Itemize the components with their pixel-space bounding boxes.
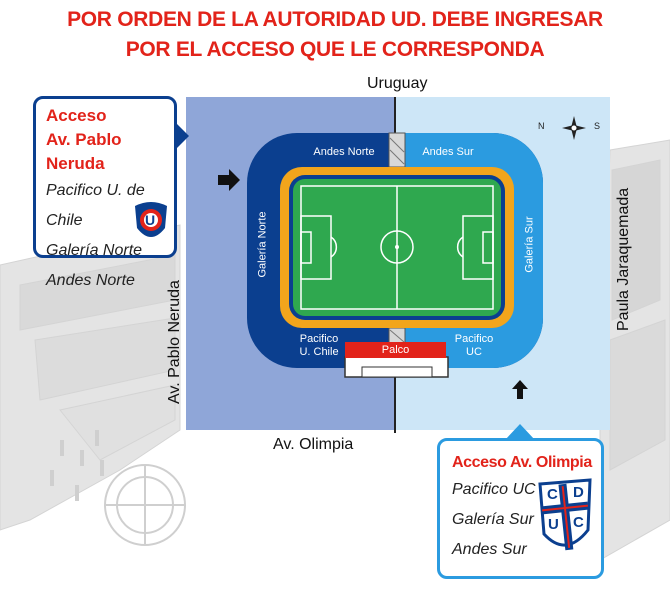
- section-pacifico-uchile-line2: U. Chile: [299, 346, 339, 358]
- warning-title-line1: POR ORDEN DE LA AUTORIDAD UD. DEBE INGRE…: [67, 8, 603, 31]
- access-west-item-andes: Andes Norte: [46, 272, 135, 289]
- section-pacifico-uc: Pacifico UC: [443, 333, 505, 359]
- uc-logo-letter-u: U: [548, 516, 559, 533]
- access-south-item-galeria: Galería Sur: [452, 511, 534, 528]
- uchile-shield-icon: [135, 202, 167, 237]
- compass: N S: [538, 113, 602, 143]
- callout-west-pointer: [175, 122, 189, 150]
- access-south-item-pacifico: Pacifico UC: [452, 481, 536, 498]
- section-palco: Palco: [381, 344, 410, 356]
- compass-s-label: S: [594, 121, 601, 131]
- palco-box: [345, 342, 446, 358]
- section-andes-sur: Andes Sur: [422, 146, 474, 158]
- access-arrow-west-icon: [218, 169, 240, 191]
- uc-logo-letter-d: D: [573, 484, 584, 501]
- access-south-title: Acceso Av. Olimpia: [452, 454, 592, 471]
- callout-south-pointer: [505, 424, 535, 440]
- street-label-olimpia: Av. Olimpia: [273, 436, 354, 453]
- pitch-markings: [300, 185, 494, 310]
- uc-shield-icon: [538, 478, 592, 551]
- universidad-catolica-logo: C D U C: [536, 478, 594, 560]
- section-andes-norte: Andes Norte: [313, 146, 375, 158]
- uchile-logo-letter: U: [145, 212, 156, 228]
- section-pacifico-uc-line2: UC: [466, 346, 482, 358]
- access-callout-west: Acceso Av. Pablo Neruda Pacifico U. de C…: [33, 96, 177, 289]
- compass-n-label: N: [538, 121, 545, 131]
- tribune-notch: [361, 366, 433, 378]
- warning-title-line2: POR EL ACCESO QUE LE CORRESPONDA: [125, 38, 545, 61]
- access-south-item-andes: Andes Sur: [452, 541, 527, 558]
- access-arrow-south-icon: [512, 380, 528, 399]
- access-west-title-line2: Av. Pablo Neruda: [46, 130, 122, 173]
- section-galeria-norte: Galería Norte: [256, 211, 269, 278]
- uc-logo-letter-c-top: C: [547, 486, 558, 503]
- universidad-de-chile-logo: U: [131, 198, 171, 248]
- compass-rose-icon: [562, 116, 586, 140]
- section-galeria-sur: Galería Sur: [523, 216, 536, 273]
- access-west-title-line1: Acceso: [46, 106, 107, 125]
- section-pacifico-uchile: Pacifico U. Chile: [288, 333, 350, 359]
- street-label-uruguay: Uruguay: [367, 75, 428, 92]
- section-pacifico-uchile-line1: Pacifico: [299, 333, 339, 345]
- section-pacifico-uc-line1: Pacifico: [454, 333, 494, 345]
- uc-logo-letter-c-bottom: C: [573, 514, 584, 531]
- access-west-item-galeria: Galería Norte: [46, 242, 143, 259]
- access-west-item-pacifico: Pacifico U. de Chile: [46, 182, 145, 229]
